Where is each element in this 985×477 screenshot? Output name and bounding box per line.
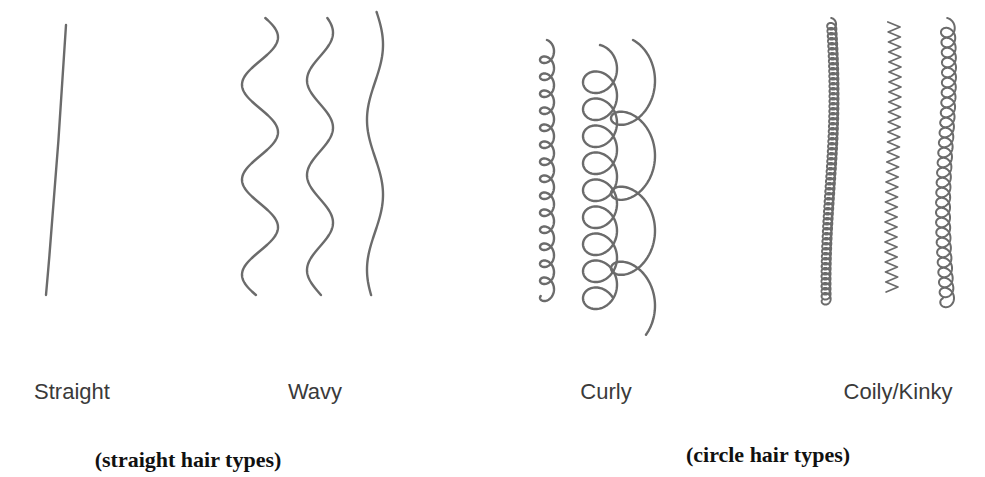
coily-strand [936,18,956,307]
type-label: Wavy [288,379,342,405]
group-label: (circle hair types) [686,442,850,468]
curly-strand [611,40,655,335]
group-label: (straight hair types) [95,447,282,473]
wavy-strand [367,12,383,295]
type-label: Coily/Kinky [844,379,953,405]
wavy-strand [242,18,278,295]
wavy-strand [307,18,333,295]
coily-strand [822,18,839,305]
straight-strand [46,25,66,295]
curly-strand [540,40,554,301]
coily-strand [885,22,901,292]
type-label: Curly [580,379,631,405]
type-label: Straight [34,379,110,405]
